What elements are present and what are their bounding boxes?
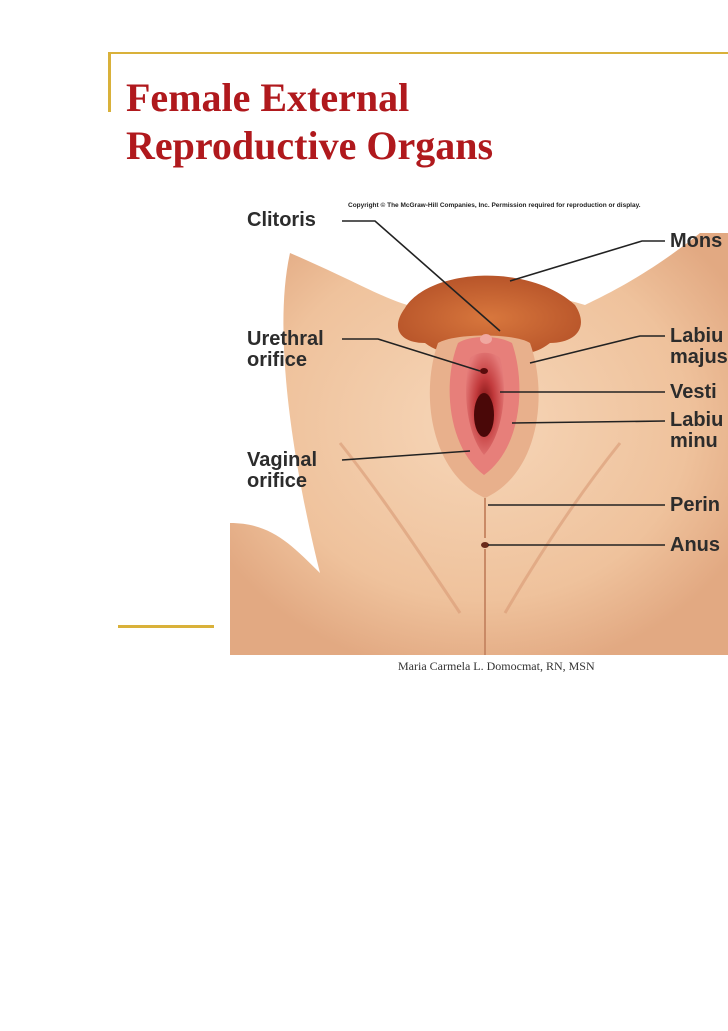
label-anus-text: Anus <box>670 534 720 556</box>
label-vestibule-text: Vesti <box>670 381 717 403</box>
label-vaginal-orifice: Vaginal orifice <box>247 450 317 492</box>
label-clitoris: Clitoris <box>247 210 316 231</box>
label-vestibule: Vesti <box>670 382 717 403</box>
leader-labia-minora <box>511 420 666 424</box>
label-mons-text: Mons <box>670 230 723 252</box>
vaginal-shape <box>474 393 494 437</box>
label-labia-majora-line2: majus <box>670 346 728 368</box>
leader-mons <box>509 240 665 282</box>
copyright-notice: Copyright © The McGraw-Hill Companies, I… <box>348 202 641 209</box>
title-line-2: Reproductive Organs <box>126 123 494 168</box>
label-anus: Anus <box>670 535 720 556</box>
anatomy-drawing <box>230 220 728 655</box>
label-clitoris-text: Clitoris <box>247 209 316 231</box>
slide: Female External Reproductive Organs <box>108 52 728 673</box>
label-labia-minora: Labiu minu <box>670 410 723 452</box>
title-line-1: Female External <box>126 75 410 120</box>
anatomy-illustration <box>230 193 728 655</box>
mons-hair <box>397 275 581 353</box>
leader-clitoris <box>342 220 501 332</box>
accent-line-bottom <box>118 625 214 628</box>
label-vaginal-line1: Vaginal <box>247 449 318 471</box>
label-urethral-orifice: Urethral orifice <box>247 329 324 371</box>
anus-shape <box>481 542 489 548</box>
label-labia-majora-line1: Labiu <box>670 325 724 347</box>
leader-vaginal <box>341 450 471 461</box>
slide-title: Female External Reproductive Organs <box>126 74 493 170</box>
accent-line-top <box>108 52 728 54</box>
label-labia-majora: Labiu majus <box>670 326 728 368</box>
clitoris-shape <box>480 334 492 344</box>
urethral-shape <box>480 368 488 374</box>
label-labia-minora-line1: Labiu <box>670 409 724 431</box>
label-urethral-line1: Urethral <box>247 328 324 350</box>
accent-line-vertical <box>108 52 111 112</box>
label-perineum-text: Perin <box>670 494 721 516</box>
label-mons: Mons <box>670 231 722 252</box>
label-perineum: Perin <box>670 495 720 516</box>
leader-labia-majora <box>529 335 665 364</box>
label-urethral-line2: orifice <box>247 349 308 371</box>
label-vaginal-line2: orifice <box>247 470 308 492</box>
slide-footer: Maria Carmela L. Domocmat, RN, MSN <box>398 659 595 673</box>
label-labia-minora-line2: minu <box>670 430 718 452</box>
leader-urethral <box>342 338 481 372</box>
